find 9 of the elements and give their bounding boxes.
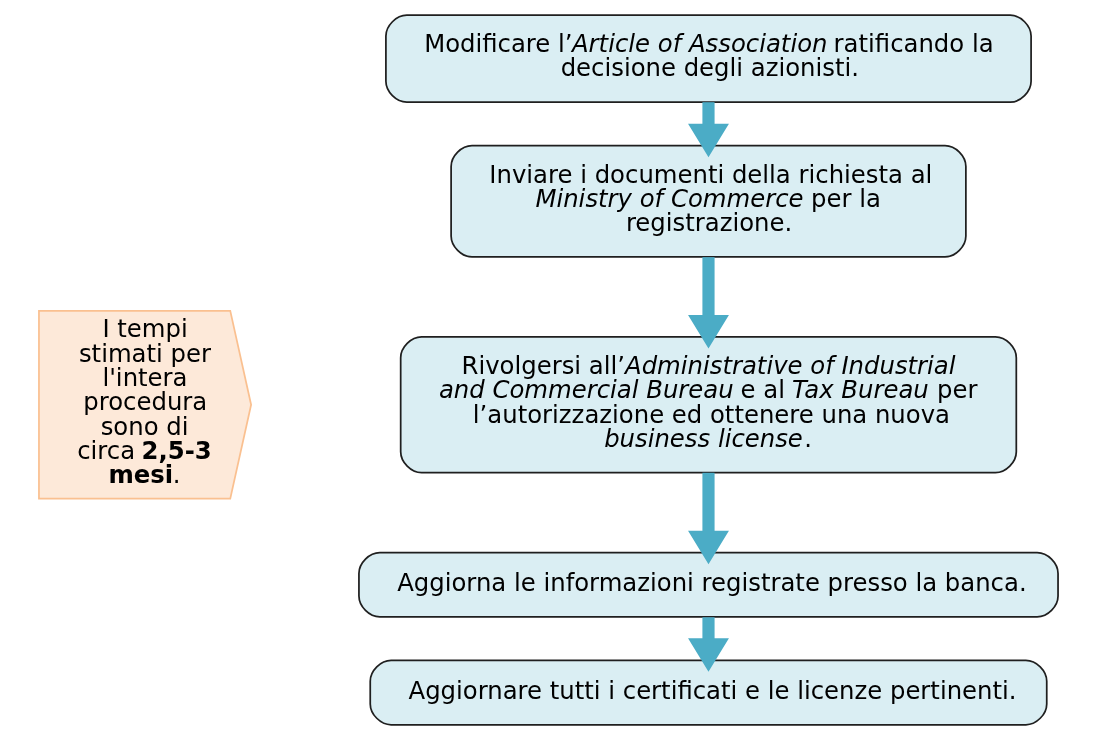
node-box: Inviare i documenti della richiesta al Ministry of Commerce per la registrazione. (450, 144, 967, 258)
arrow (688, 617, 729, 672)
arrow (688, 472, 729, 565)
node-box: Rivolgersi all’Administrative of Industrial and Commercial Bureau e al Tax Bureau per l’autorizzazione ed ottenere una nuova business license. (399, 336, 1018, 474)
arrow (688, 102, 729, 158)
node-box: Modificare l’Article of Association ratificando la decisione degli azionisti. (385, 14, 1032, 104)
node-box: Aggiorna le informazioni registrate presso la banca. (358, 551, 1059, 618)
node-box: Aggiornare tutti i certificati e le licenze pertinenti. (369, 659, 1048, 726)
arrow (688, 257, 729, 349)
